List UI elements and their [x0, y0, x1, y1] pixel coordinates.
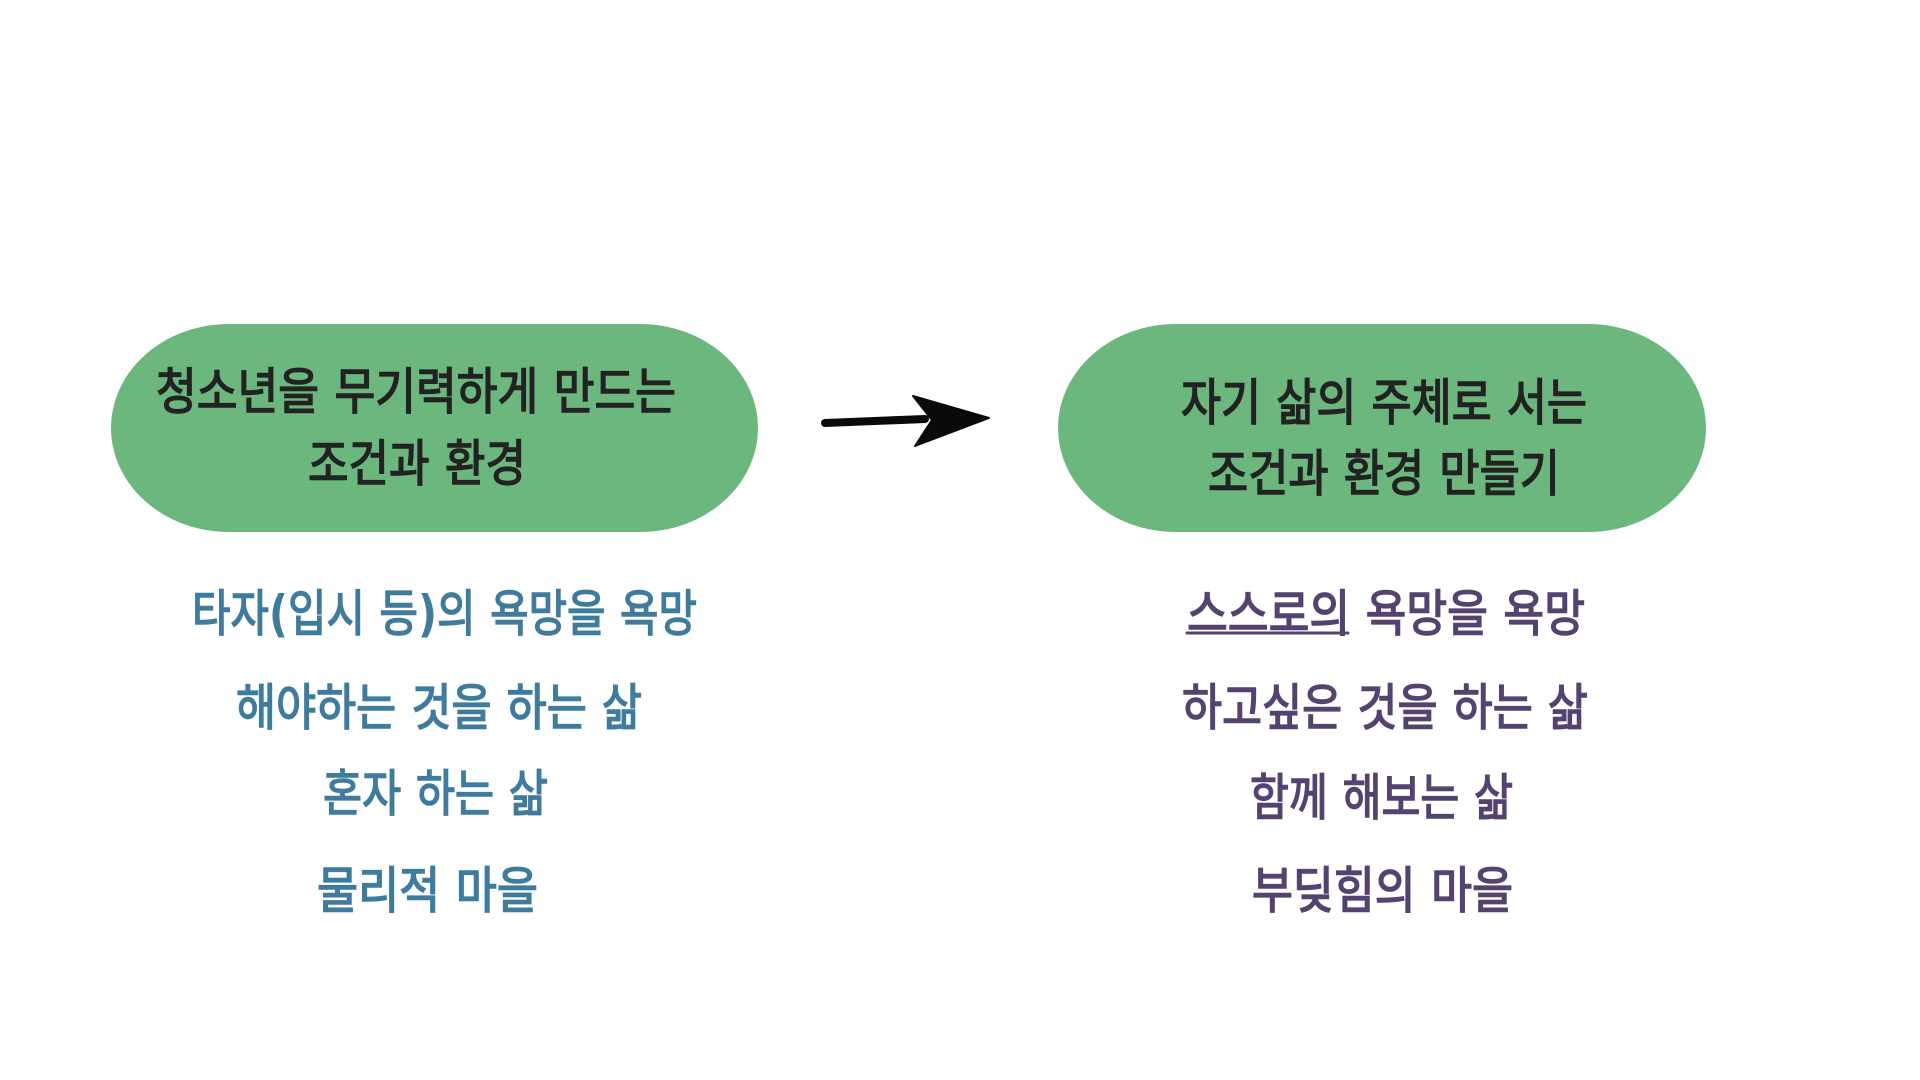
left-list-item: 물리적 마을 [317, 862, 538, 920]
right-list-item: 하고싶은 것을 하는 삶 [1182, 679, 1588, 737]
left-node-line-1: 청소년을 무기력하게 만드는 [156, 363, 676, 421]
left-list-item: 타자(입시 등)의 욕망을 욕망 [192, 585, 697, 643]
left-list: 타자(입시 등)의 욕망을 욕망 해야하는 것을 하는 삶 혼자 하는 삶 물리… [192, 585, 697, 920]
right-list: 스스로의 욕망을 욕망 하고싶은 것을 하는 삶 함께 해보는 삶 부딪힘의 마… [1182, 585, 1588, 920]
left-list-item: 혼자 하는 삶 [323, 765, 548, 823]
right-node-pill [1058, 324, 1706, 532]
left-node-pill [111, 324, 758, 532]
arrow-right-icon [821, 395, 990, 447]
right-list-item: 함께 해보는 삶 [1250, 769, 1513, 827]
arrow-shaft [821, 415, 929, 427]
left-node: 청소년을 무기력하게 만드는 조건과 환경 [111, 324, 758, 532]
left-node-line-2: 조건과 환경 [308, 435, 526, 493]
right-node-line-2: 조건과 환경 만들기 [1208, 445, 1560, 503]
left-list-item: 해야하는 것을 하는 삶 [236, 679, 642, 737]
right-node-line-1: 자기 삶의 주체로 서는 [1181, 374, 1587, 432]
arrow-head [912, 395, 990, 447]
right-list-item: 부딪힘의 마을 [1252, 862, 1513, 920]
right-node: 자기 삶의 주체로 서는 조건과 환경 만들기 [1058, 324, 1706, 532]
